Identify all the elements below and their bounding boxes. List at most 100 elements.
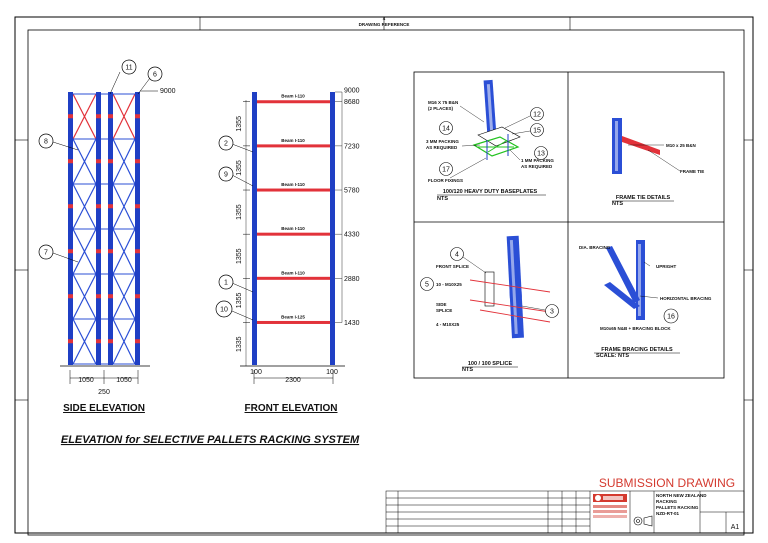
client-line-3: PALLETS RACKING: [656, 505, 699, 510]
client-line-2: RACKING: [656, 499, 677, 504]
bracing-detail: M10x65 N&B + BRACING BLOCK DIA. BRACING …: [579, 240, 712, 359]
front-level-label: 7230: [344, 143, 360, 150]
submission-status: SUBMISSION DRAWING: [599, 476, 735, 490]
front-beam-label: Beam I-125: [281, 314, 305, 319]
side-joint-mark: [68, 159, 73, 164]
side-joint-mark: [68, 294, 73, 299]
front-beam: [257, 188, 330, 192]
front-beam: [257, 144, 330, 148]
details-frame: [413, 71, 725, 379]
front-level-label: 1430: [344, 320, 360, 327]
sheet-number: A1: [731, 524, 740, 531]
balloon-16: 16: [663, 308, 679, 324]
front-upright-left: [252, 92, 257, 365]
company-logo: [593, 494, 627, 518]
side-diagonal-brace: [112, 273, 136, 320]
svg-text:4: 4: [455, 252, 459, 259]
front-beam-label: Beam I-110: [281, 182, 305, 187]
balloon-4: 4: [450, 247, 487, 274]
svg-text:FLOOR FIXINGS: FLOOR FIXINGS: [428, 178, 463, 183]
svg-text:3: 3: [550, 309, 554, 316]
side-bay-left: 1050: [78, 377, 94, 384]
side-joint-mark: [135, 339, 140, 344]
splice-detail: FRONT SPLICE 10 - M10X25 SIDE SPLICE 4 -…: [420, 235, 559, 373]
main-title: ELEVATION for SELECTIVE PALLETS RACKING …: [61, 434, 360, 446]
balloon-13: 13: [534, 146, 548, 160]
svg-text:AS REQUIRED: AS REQUIRED: [521, 164, 553, 169]
balloon-5: 5: [420, 277, 434, 291]
splice-scale: NTS: [462, 367, 473, 373]
balloon-12: 12: [504, 107, 544, 129]
top-mark: 4: [383, 16, 386, 21]
balloon-14: 14: [439, 121, 453, 135]
svg-text:4 - M10X25: 4 - M10X25: [436, 322, 460, 327]
balloon-8: 8: [38, 133, 79, 151]
balloon-3: 3: [521, 304, 559, 318]
front-upright-right-width: 100: [326, 369, 338, 376]
svg-text:M10 x 25 B&N: M10 x 25 B&N: [666, 143, 696, 148]
side-joint-mark: [68, 114, 73, 119]
side-joint-mark: [96, 204, 101, 209]
side-joint-mark: [68, 249, 73, 254]
side-diagonal-brace: [72, 138, 97, 185]
side-diagonal-brace: [112, 318, 136, 365]
side-elevation-view: 9000 1050 1050 250 11 6 8 7 SIDE E: [38, 59, 176, 414]
svg-text:1: 1: [224, 280, 228, 287]
front-width: 2300: [285, 377, 301, 384]
svg-text:10: 10: [220, 307, 228, 314]
balloon-17: 17: [439, 162, 453, 176]
svg-text:6: 6: [153, 72, 157, 79]
front-beam-label: Beam I-110: [281, 270, 305, 275]
frame-tie-scale: NTS: [612, 201, 623, 207]
side-joint-mark: [135, 249, 140, 254]
svg-text:FRONT SPLICE: FRONT SPLICE: [436, 264, 469, 269]
front-pitch-label: 1355: [236, 293, 243, 309]
front-upright-right: [330, 92, 335, 365]
balloon-10: 10: [215, 300, 254, 321]
side-joint-mark: [108, 204, 113, 209]
front-beam-label: Beam I-110: [281, 138, 305, 143]
front-upright-left-width: 100: [250, 369, 262, 376]
side-bay-right: 1050: [116, 377, 132, 384]
side-joint-mark: [68, 339, 73, 344]
side-diagonal-brace: [72, 228, 97, 275]
svg-text:10 - M10X25: 10 - M10X25: [436, 282, 462, 287]
front-pitch-label: 1355: [236, 160, 243, 176]
svg-text:FRAME TIE: FRAME TIE: [680, 169, 704, 174]
horizontal-brace: [604, 282, 640, 309]
balloon-1: 1: [218, 274, 254, 293]
svg-text:15: 15: [533, 128, 541, 135]
side-gap: 250: [98, 389, 110, 396]
side-top-height: 9000: [160, 88, 176, 95]
front-beam-label: Beam I-110: [281, 226, 305, 231]
side-joint-mark: [108, 249, 113, 254]
side-joint-mark: [108, 294, 113, 299]
side-diagonal-brace: [72, 318, 97, 365]
side-upright-mid-left: [96, 92, 101, 365]
side-joint-mark: [96, 294, 101, 299]
front-beam: [257, 320, 330, 324]
frame-tie-detail: M10 x 25 B&N FRAME TIE FRAME TIE DETAILS…: [612, 118, 704, 207]
client-line-1: NORTH NEW ZEALAND: [656, 493, 707, 498]
title-block: [385, 490, 745, 534]
front-pitch-label: 1355: [236, 248, 243, 264]
side-upright-mid-right: [108, 92, 113, 365]
baseplate: [477, 126, 521, 147]
side-joint-mark: [135, 114, 140, 119]
svg-text:SPLICE: SPLICE: [436, 308, 452, 313]
svg-text:11: 11: [125, 65, 132, 72]
side-joint-mark: [135, 294, 140, 299]
svg-text:AS REQUIRED: AS REQUIRED: [426, 145, 458, 150]
svg-text:(2 PLACES): (2 PLACES): [428, 106, 454, 111]
svg-text:9: 9: [224, 172, 228, 179]
side-diagonal-brace: [72, 183, 97, 230]
svg-text:M16 X 75 B&N: M16 X 75 B&N: [428, 100, 458, 105]
side-bracing: [72, 93, 136, 365]
front-splice-plate: [484, 271, 495, 307]
bracing-scale: SCALE: NTS: [596, 353, 629, 359]
side-diagonal-brace: [112, 138, 136, 185]
side-diagonal-brace: [112, 183, 136, 230]
